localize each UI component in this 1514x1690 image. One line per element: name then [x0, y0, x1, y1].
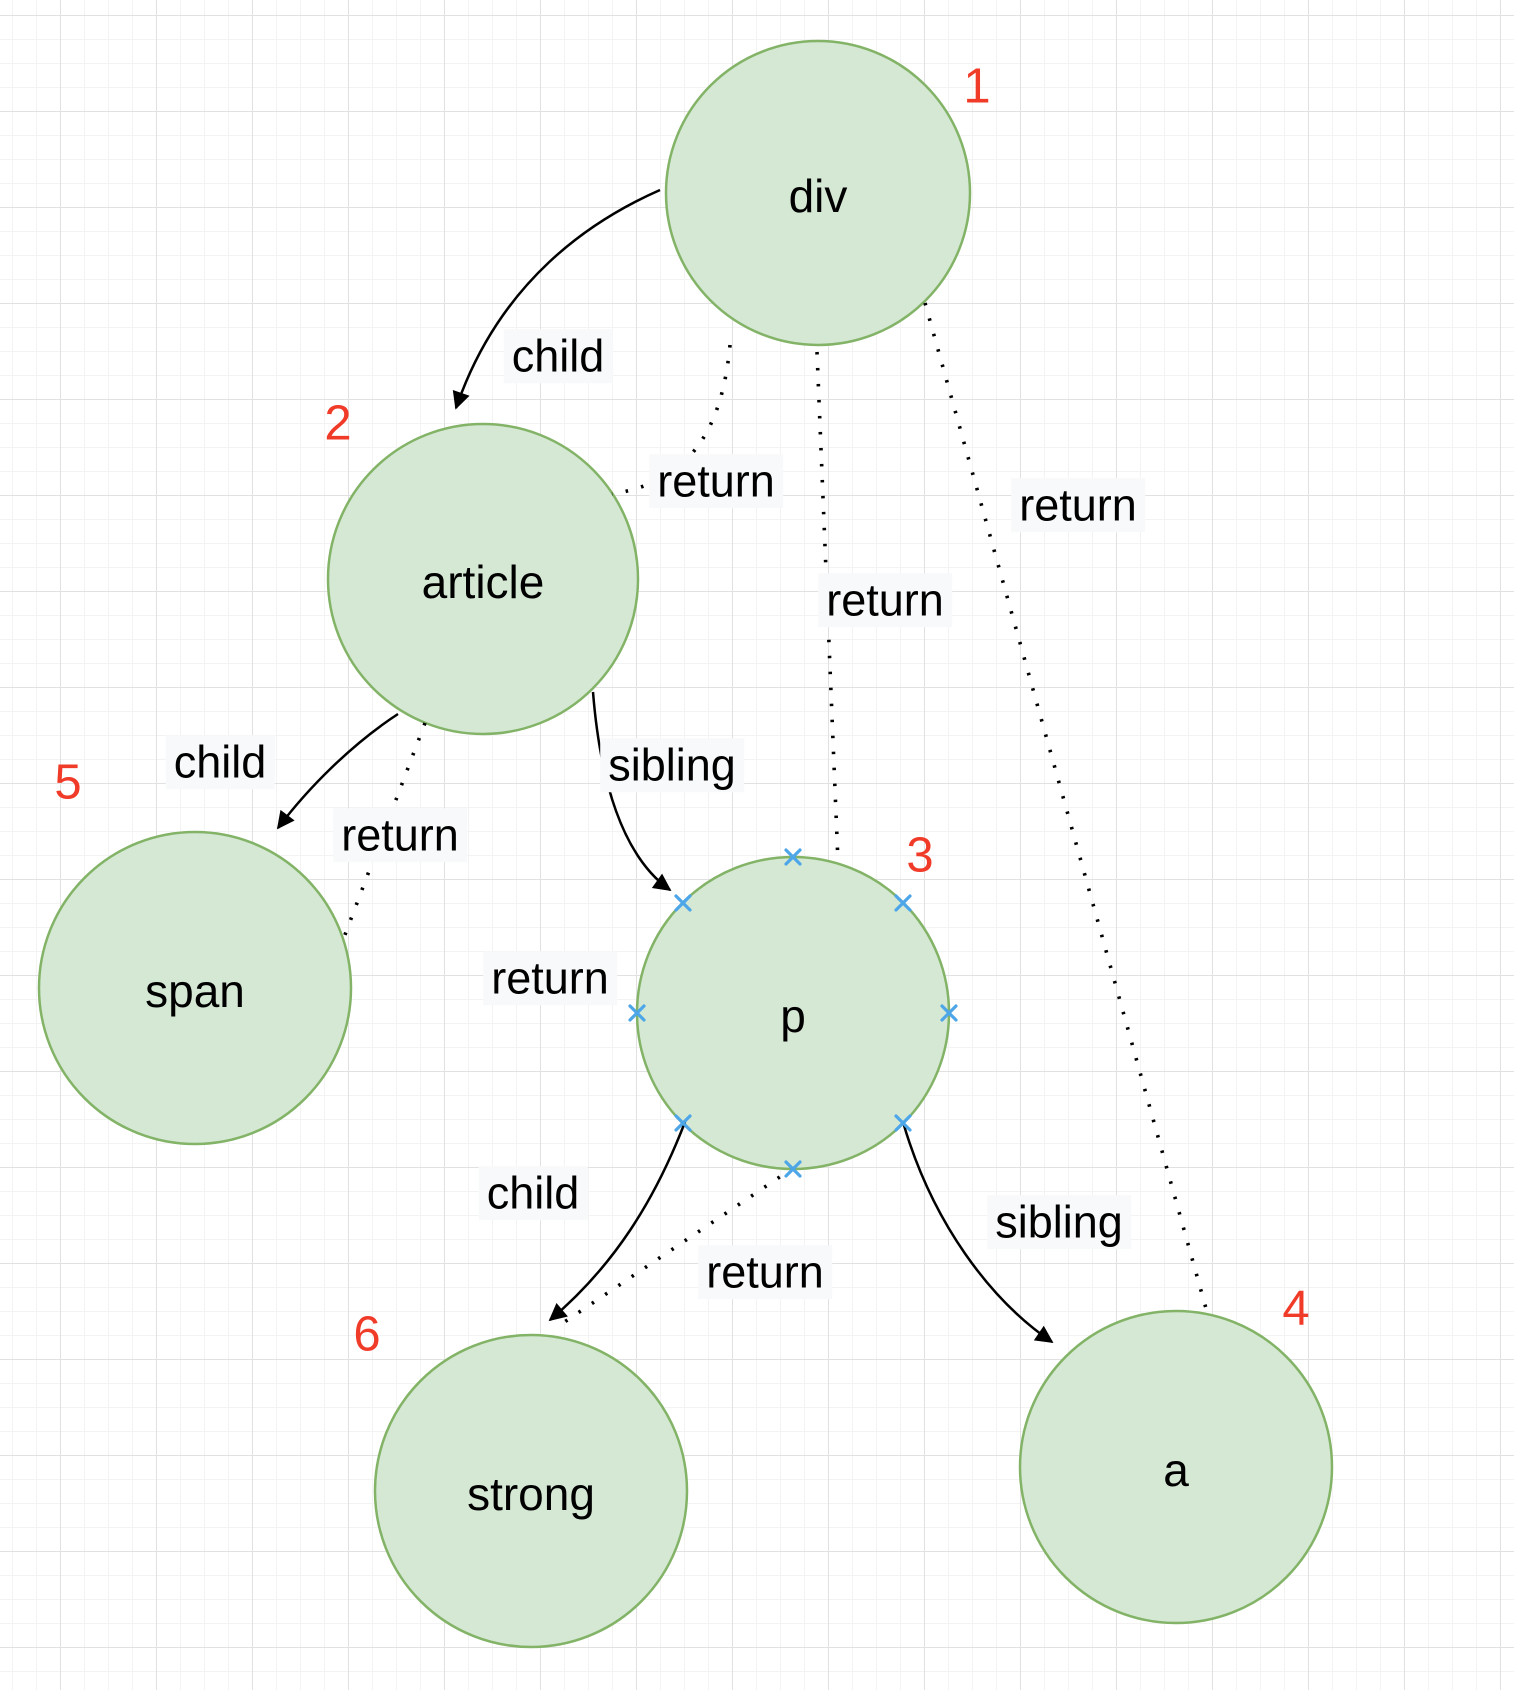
- edge-label-sibling-article-p[interactable]: sibling: [600, 738, 744, 792]
- edge-return-a-div[interactable]: [923, 302, 1209, 1313]
- order-number-6[interactable]: 6: [353, 1307, 381, 1362]
- node-circle-a[interactable]: [1018, 1309, 1334, 1625]
- order-number-3[interactable]: 3: [906, 828, 934, 883]
- node-label-strong[interactable]: strong: [467, 1468, 595, 1520]
- order-number-4[interactable]: 4: [1282, 1281, 1310, 1336]
- edge-sibling-article-p[interactable]: [591, 691, 672, 892]
- node-label-span[interactable]: span: [145, 965, 245, 1017]
- order-number-2[interactable]: 2: [324, 396, 352, 451]
- node-label-div[interactable]: div: [788, 170, 848, 222]
- edge-child-p-strong[interactable]: [548, 1121, 687, 1322]
- edge-label-return-article-div[interactable]: return: [649, 454, 783, 508]
- connection-point-icon[interactable]: [894, 894, 912, 912]
- order-number-5[interactable]: 5: [54, 755, 82, 810]
- edge-label-sibling-p-a[interactable]: sibling: [987, 1195, 1131, 1249]
- connection-point-icon[interactable]: [674, 1114, 692, 1132]
- connection-point-icon[interactable]: [784, 848, 802, 866]
- edge-label-return-strong-p[interactable]: return: [698, 1245, 832, 1299]
- edge-label-child-div-article[interactable]: child: [503, 329, 613, 383]
- edge-sibling-p-a[interactable]: [901, 1121, 1054, 1344]
- node-label-article[interactable]: article: [421, 556, 545, 608]
- connection-point-icon[interactable]: [940, 1004, 958, 1022]
- node-circle-span[interactable]: [37, 830, 353, 1146]
- edge-child-article-span[interactable]: [276, 712, 399, 830]
- edge-label-return-a-div[interactable]: return: [1011, 478, 1145, 532]
- node-circle-div[interactable]: [664, 39, 972, 347]
- order-number-1[interactable]: 1: [963, 59, 991, 114]
- edge-label-child-p-strong[interactable]: child: [478, 1166, 588, 1220]
- node-label-a[interactable]: a: [1163, 1444, 1189, 1496]
- connection-point-icon[interactable]: [674, 894, 692, 912]
- edge-label-return-p-div[interactable]: return: [818, 573, 952, 627]
- node-label-p[interactable]: p: [780, 990, 806, 1042]
- node-circle-article[interactable]: [326, 422, 640, 736]
- edge-return-span-article[interactable]: [341, 722, 427, 941]
- edge-label-return-span-article[interactable]: return: [333, 808, 467, 862]
- connection-point-icon[interactable]: [628, 1004, 646, 1022]
- edge-label-child-article-span[interactable]: child: [165, 735, 275, 789]
- edge-label-return-p-article[interactable]: return: [483, 951, 617, 1005]
- edge-child-div-article[interactable]: [452, 188, 661, 410]
- connection-point-icon[interactable]: [894, 1114, 912, 1132]
- connection-point-icon[interactable]: [784, 1160, 802, 1178]
- node-circle-strong[interactable]: [373, 1333, 689, 1649]
